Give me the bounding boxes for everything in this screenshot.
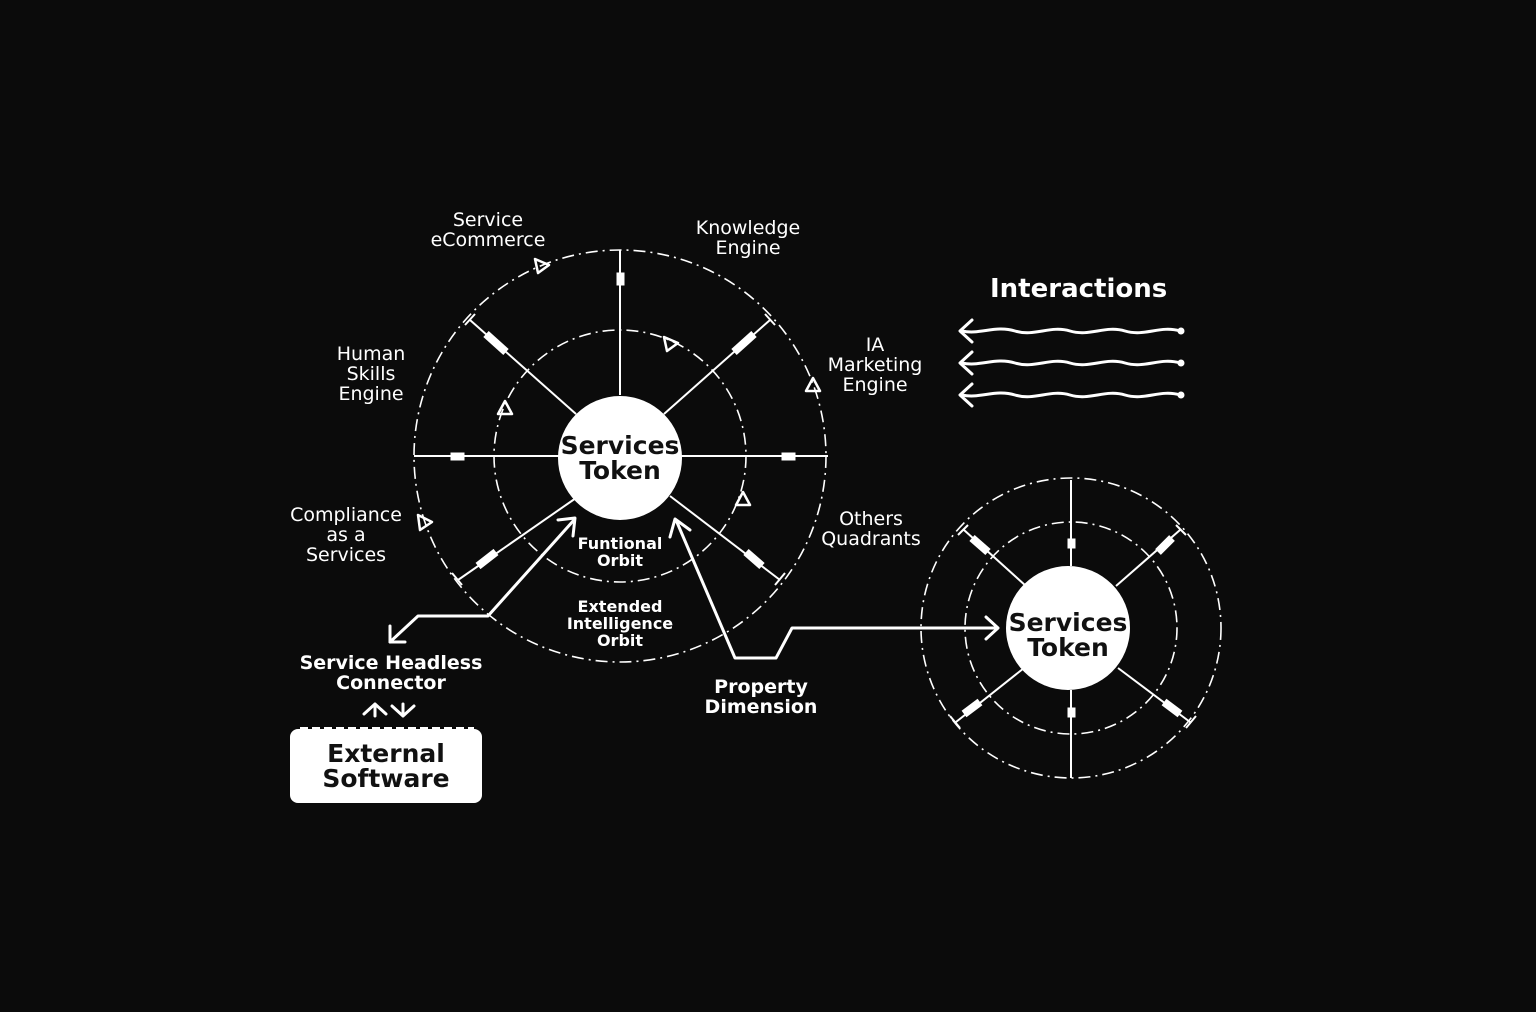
extended-orbit-line1: Extended — [577, 597, 663, 616]
headless-connector-path — [388, 518, 576, 644]
orbit-triangle-markers — [416, 257, 822, 532]
service-ecommerce-line1: Service — [452, 209, 524, 231]
property-dimension-path — [674, 518, 998, 660]
extended-orbit-label: Extended Intelligence Orbit — [550, 597, 690, 650]
human-skills-line3: Engine — [338, 382, 404, 405]
service-ecommerce-line2: eCommerce — [430, 228, 546, 251]
triangle-marker-knowledge — [662, 335, 680, 353]
others-quadrants-line2: Quadrants — [821, 527, 921, 550]
ia-marketing-line3: Engine — [842, 373, 908, 396]
spoke-bottom-left — [457, 497, 577, 581]
connector-line2: Connector — [336, 671, 446, 694]
spoke-markers — [450, 272, 796, 570]
human-skills-line2: Skills — [346, 362, 396, 385]
external-software-line1: External — [327, 739, 445, 768]
down-arrow-icon — [390, 702, 416, 718]
quadrant-others-quadrants: Others Quadrants — [808, 508, 934, 550]
external-software-box[interactable]: External Software — [290, 729, 482, 803]
others-quadrants-line1: Others — [839, 508, 903, 530]
extended-orbit-line2: Intelligence — [566, 613, 674, 633]
interaction-arrows — [958, 318, 1185, 408]
ia-marketing-line1: IA — [865, 334, 885, 356]
knowledge-engine-line1: Knowledge — [695, 217, 801, 239]
property-dimension-line1: Property — [714, 676, 808, 698]
quadrant-ia-marketing-engine: IA Marketing Engine — [820, 334, 930, 396]
property-dimension-label: Property Dimension — [696, 676, 826, 718]
quadrant-knowledge-engine: Knowledge Engine — [680, 217, 816, 259]
main-services-token-label: Services Token — [560, 433, 680, 483]
functional-orbit-label: Funtional Orbit — [560, 534, 680, 570]
secondary-token-line2: Token — [1027, 633, 1109, 662]
quadrant-human-skills-engine: Human Skills Engine — [316, 343, 426, 405]
main-services-token-circle[interactable] — [558, 396, 682, 520]
compliance-line3: Services — [305, 543, 387, 566]
quadrant-service-ecommerce: Service eCommerce — [418, 209, 558, 251]
quadrant-compliance-as-a-services: Compliance as a Services — [278, 504, 414, 566]
main-token-line2: Token — [579, 456, 661, 485]
spoke-top-right — [663, 319, 771, 415]
secondary-services-token-circle[interactable] — [1006, 566, 1130, 690]
connector-line1: Service Headless — [299, 652, 483, 674]
compliance-line2: as a — [326, 523, 366, 546]
up-arrow-icon — [362, 702, 388, 718]
interaction-wave-3 — [960, 391, 1182, 399]
secondary-outer-ring — [920, 477, 1222, 779]
interaction-wave-2 — [960, 359, 1182, 367]
interaction-wave-1 — [960, 327, 1182, 335]
spoke-top-left — [469, 319, 577, 415]
secondary-services-token-label: Services Token — [1008, 610, 1128, 660]
service-headless-connector-label: Service Headless Connector — [296, 652, 486, 694]
ia-marketing-line2: Marketing — [827, 353, 923, 376]
functional-orbit-line1: Funtional — [577, 534, 663, 553]
triangle-marker-marketing — [804, 376, 822, 393]
connector-arrows — [362, 516, 1000, 718]
compliance-line1: Compliance — [290, 504, 402, 526]
functional-orbit-line2: Orbit — [596, 550, 644, 570]
triangle-marker-compliance — [416, 513, 434, 532]
spoke-bottom-right — [669, 495, 781, 581]
secondary-inner-ring — [964, 521, 1178, 735]
extended-orbit-line3: Orbit — [596, 630, 644, 650]
interactions-title: Interactions — [990, 274, 1168, 304]
external-software-line2: Software — [322, 764, 450, 793]
triangle-marker-human — [496, 399, 514, 416]
secondary-token-line1: Services — [1008, 608, 1128, 637]
knowledge-engine-line2: Engine — [715, 236, 781, 259]
property-dimension-line2: Dimension — [704, 695, 818, 718]
triangle-marker-others — [734, 490, 752, 507]
secondary-spoke-markers — [961, 534, 1183, 718]
triangle-marker-ecommerce — [533, 257, 551, 275]
main-token-line1: Services — [560, 431, 680, 460]
human-skills-line1: Human — [336, 343, 406, 365]
